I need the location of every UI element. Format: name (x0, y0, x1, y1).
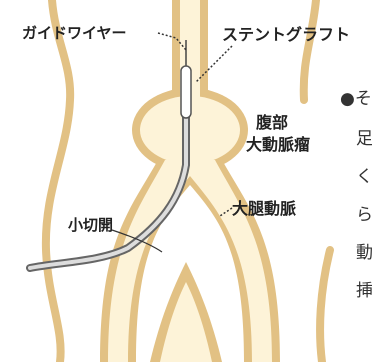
femoral-leader (219, 207, 233, 217)
aneurysm-label-line1: 腹部 (256, 113, 288, 132)
incision-leader (111, 229, 163, 253)
aneurysm-label-line2: 大動脈瘤 (246, 135, 310, 154)
stent-graft-shape (180, 65, 192, 119)
right-body-outline (299, 0, 320, 104)
left-body-outline (41, 0, 75, 362)
side-text-line1: ●そ (340, 89, 372, 109)
side-text-line4: ら (356, 205, 372, 225)
inner-vessel-fold-lumen (160, 282, 212, 362)
guidewire-label: ガイドワイヤー (22, 24, 127, 42)
guidewire-leader (157, 32, 187, 51)
right-body-outline-lower (316, 246, 334, 362)
femoral-artery-label: 大腿動脈 (232, 199, 296, 218)
side-text-line6: 挿 (356, 281, 372, 301)
side-text-line2: 足 (356, 129, 372, 149)
side-text-line3: く (356, 167, 372, 187)
side-text-line5: 動 (356, 243, 372, 263)
stent-graft-label: ステントグラフト (222, 25, 350, 44)
stent-graft-leader (195, 45, 233, 83)
small-incision-label: 小切開 (68, 216, 113, 234)
catheter-tube-inner (28, 108, 188, 270)
